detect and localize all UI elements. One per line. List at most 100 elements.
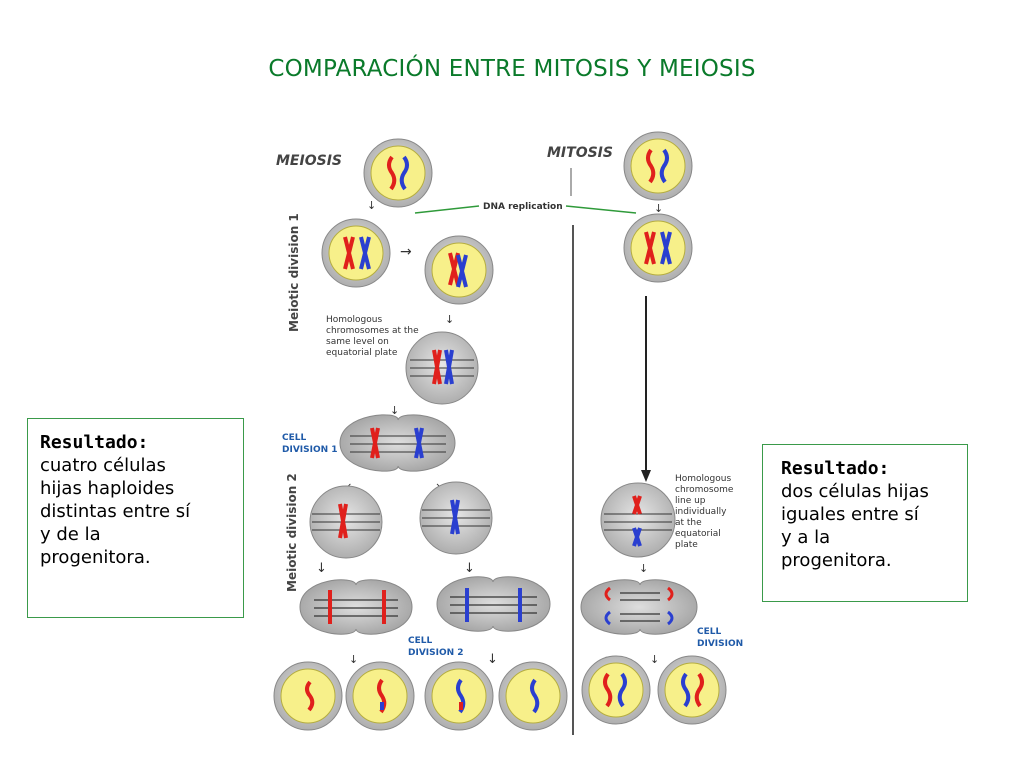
spindle-fibers bbox=[410, 359, 474, 377]
result-line: cuatro células bbox=[40, 455, 166, 476]
note-line: chromosomes at the bbox=[326, 326, 419, 336]
note-line: at the bbox=[675, 518, 702, 528]
mitosis-metaphase-cell bbox=[600, 482, 676, 558]
note-line: plate bbox=[675, 540, 698, 550]
chromosome-blue bbox=[399, 155, 409, 191]
dna-replication-line-left bbox=[414, 205, 480, 214]
mitosis-parent-cell bbox=[623, 131, 693, 201]
chromosome-blue bbox=[530, 678, 540, 714]
meiosis-metaphase-2-cell-left bbox=[309, 485, 383, 559]
label-line: DIVISION 2 bbox=[408, 648, 464, 658]
nucleus bbox=[588, 662, 644, 718]
chromosome-red bbox=[387, 155, 397, 191]
mitosis-replicated-cell bbox=[623, 213, 693, 283]
meiosis-daughter-cell-4 bbox=[498, 661, 568, 731]
arrow-down-icon: ↓ bbox=[639, 562, 648, 575]
result-line: dos células hijas bbox=[781, 481, 929, 502]
arrow-right-icon: → bbox=[400, 244, 412, 260]
meiosis-replicated-cell bbox=[321, 218, 391, 288]
meiosis-daughter-cell-1 bbox=[273, 661, 343, 731]
nucleus bbox=[370, 145, 426, 201]
chromatid-blue bbox=[604, 610, 611, 626]
arrow-down-icon: ↓ bbox=[650, 653, 659, 666]
label-line: CELL bbox=[697, 627, 721, 637]
result-box-mitosis: Resultado: dos células hijas iguales ent… bbox=[762, 444, 968, 602]
cell-membrane bbox=[339, 414, 456, 472]
arrow-down-icon: ↓ bbox=[390, 404, 399, 417]
arrow-down-icon: ↓ bbox=[349, 653, 358, 666]
chromosome-blue bbox=[632, 527, 642, 547]
cell-membrane bbox=[436, 576, 551, 632]
meiotic-division-2-label: Meiotic division 2 bbox=[285, 473, 299, 592]
note-line: line up bbox=[675, 496, 706, 506]
chromosome-red bbox=[370, 427, 380, 459]
cell-membrane bbox=[580, 579, 698, 635]
mitosis-anaphase-cell bbox=[580, 579, 698, 635]
result-line: distintas entre sí bbox=[40, 501, 191, 522]
meiosis-anaphase-2-cell-left bbox=[299, 579, 413, 635]
chromosome-blue bbox=[359, 236, 371, 270]
cell-membrane bbox=[299, 579, 413, 635]
meiosis-daughter-cell-2 bbox=[345, 661, 415, 731]
chromosome-blue bbox=[681, 672, 691, 708]
note-line: Homologous bbox=[675, 474, 731, 484]
label-line: CELL bbox=[408, 636, 432, 646]
meiosis-anaphase-2-cell-right bbox=[436, 576, 551, 632]
mitosis-label: MITOSIS bbox=[547, 145, 613, 161]
result-heading: Resultado: bbox=[40, 432, 149, 453]
result-line: iguales entre sí bbox=[781, 504, 919, 525]
chromosome-blue bbox=[414, 427, 424, 459]
cell-division-label: CELL DIVISION bbox=[697, 627, 743, 649]
label-line: DIVISION 1 bbox=[282, 445, 338, 455]
result-heading: Resultado: bbox=[781, 458, 890, 479]
chromosome-blue bbox=[456, 254, 468, 288]
chromosome-blue bbox=[450, 499, 460, 535]
chromatid-blue bbox=[667, 610, 674, 626]
chromosome-red bbox=[644, 231, 656, 265]
cell-membrane bbox=[600, 482, 676, 558]
mitosis-daughter-cell-2 bbox=[657, 655, 727, 725]
chromosome-red bbox=[432, 349, 442, 385]
chromosome-red bbox=[305, 680, 315, 712]
meiosis-anaphase-1-cell bbox=[339, 414, 456, 472]
meiosis-daughter-cell-3 bbox=[424, 661, 494, 731]
nucleus bbox=[431, 242, 487, 298]
label-line: DIVISION bbox=[697, 639, 743, 649]
result-line: y a la bbox=[781, 527, 831, 548]
chromosome-blue bbox=[659, 148, 669, 184]
note-line: equatorial bbox=[675, 529, 721, 539]
chromatid-red bbox=[604, 586, 611, 602]
mitosis-daughter-cell-1 bbox=[581, 655, 651, 725]
note-line: equatorial plate bbox=[326, 348, 398, 358]
result-line: hijas haploides bbox=[40, 478, 175, 499]
meiosis-metaphase-1-cell bbox=[405, 331, 479, 405]
chromosome-red bbox=[343, 236, 355, 270]
arrow-down-icon: ↓ bbox=[367, 199, 376, 212]
chromosome-red bbox=[646, 148, 656, 184]
result-line: progenitora. bbox=[781, 550, 892, 571]
chromosome-blue bbox=[617, 672, 627, 708]
meiosis-parent-cell bbox=[363, 138, 433, 208]
chromosome-red bbox=[338, 503, 348, 539]
note-line: individually bbox=[675, 507, 727, 517]
note-line: same level on bbox=[326, 337, 389, 347]
nucleus bbox=[630, 220, 686, 276]
arrow-down-icon: ↓ bbox=[464, 561, 475, 576]
homologous-same-level-text: Homologous chromosomes at the same level… bbox=[326, 315, 419, 358]
chromosome-red bbox=[694, 672, 704, 708]
spindle-fibers bbox=[350, 435, 446, 453]
meiosis-label: MEIOSIS bbox=[276, 153, 342, 169]
nucleus bbox=[328, 225, 384, 281]
arrow-down-icon: ↓ bbox=[654, 202, 663, 215]
result-box-meiosis: Resultado: cuatro células hijas haploide… bbox=[27, 418, 244, 618]
note-line: chromosome bbox=[675, 485, 734, 495]
chromosome-blue bbox=[660, 231, 672, 265]
spindle-fibers bbox=[620, 592, 660, 622]
arrow-down-icon: ↓ bbox=[487, 652, 498, 667]
dna-replication-label: DNA replication bbox=[483, 202, 563, 212]
chromosome-blue bbox=[444, 349, 454, 385]
label-line: CELL bbox=[282, 433, 306, 443]
nucleus bbox=[664, 662, 720, 718]
chromosome-red bbox=[603, 672, 613, 708]
